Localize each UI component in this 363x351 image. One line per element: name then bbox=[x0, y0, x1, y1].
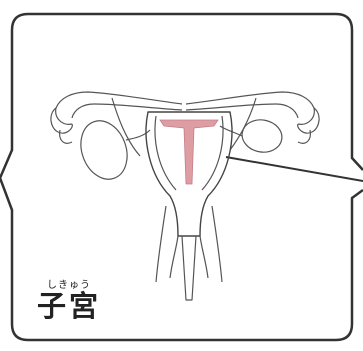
callout-tail-left bbox=[0, 150, 12, 210]
callout-tail-right bbox=[352, 158, 363, 198]
left-ovary bbox=[73, 114, 135, 185]
uterine-cavity bbox=[160, 120, 218, 184]
pointer-line bbox=[226, 157, 363, 181]
organ-label: しきゅう 子宮 bbox=[37, 280, 101, 322]
organ-name: 子宮 bbox=[37, 291, 101, 322]
cervix bbox=[170, 236, 178, 278]
